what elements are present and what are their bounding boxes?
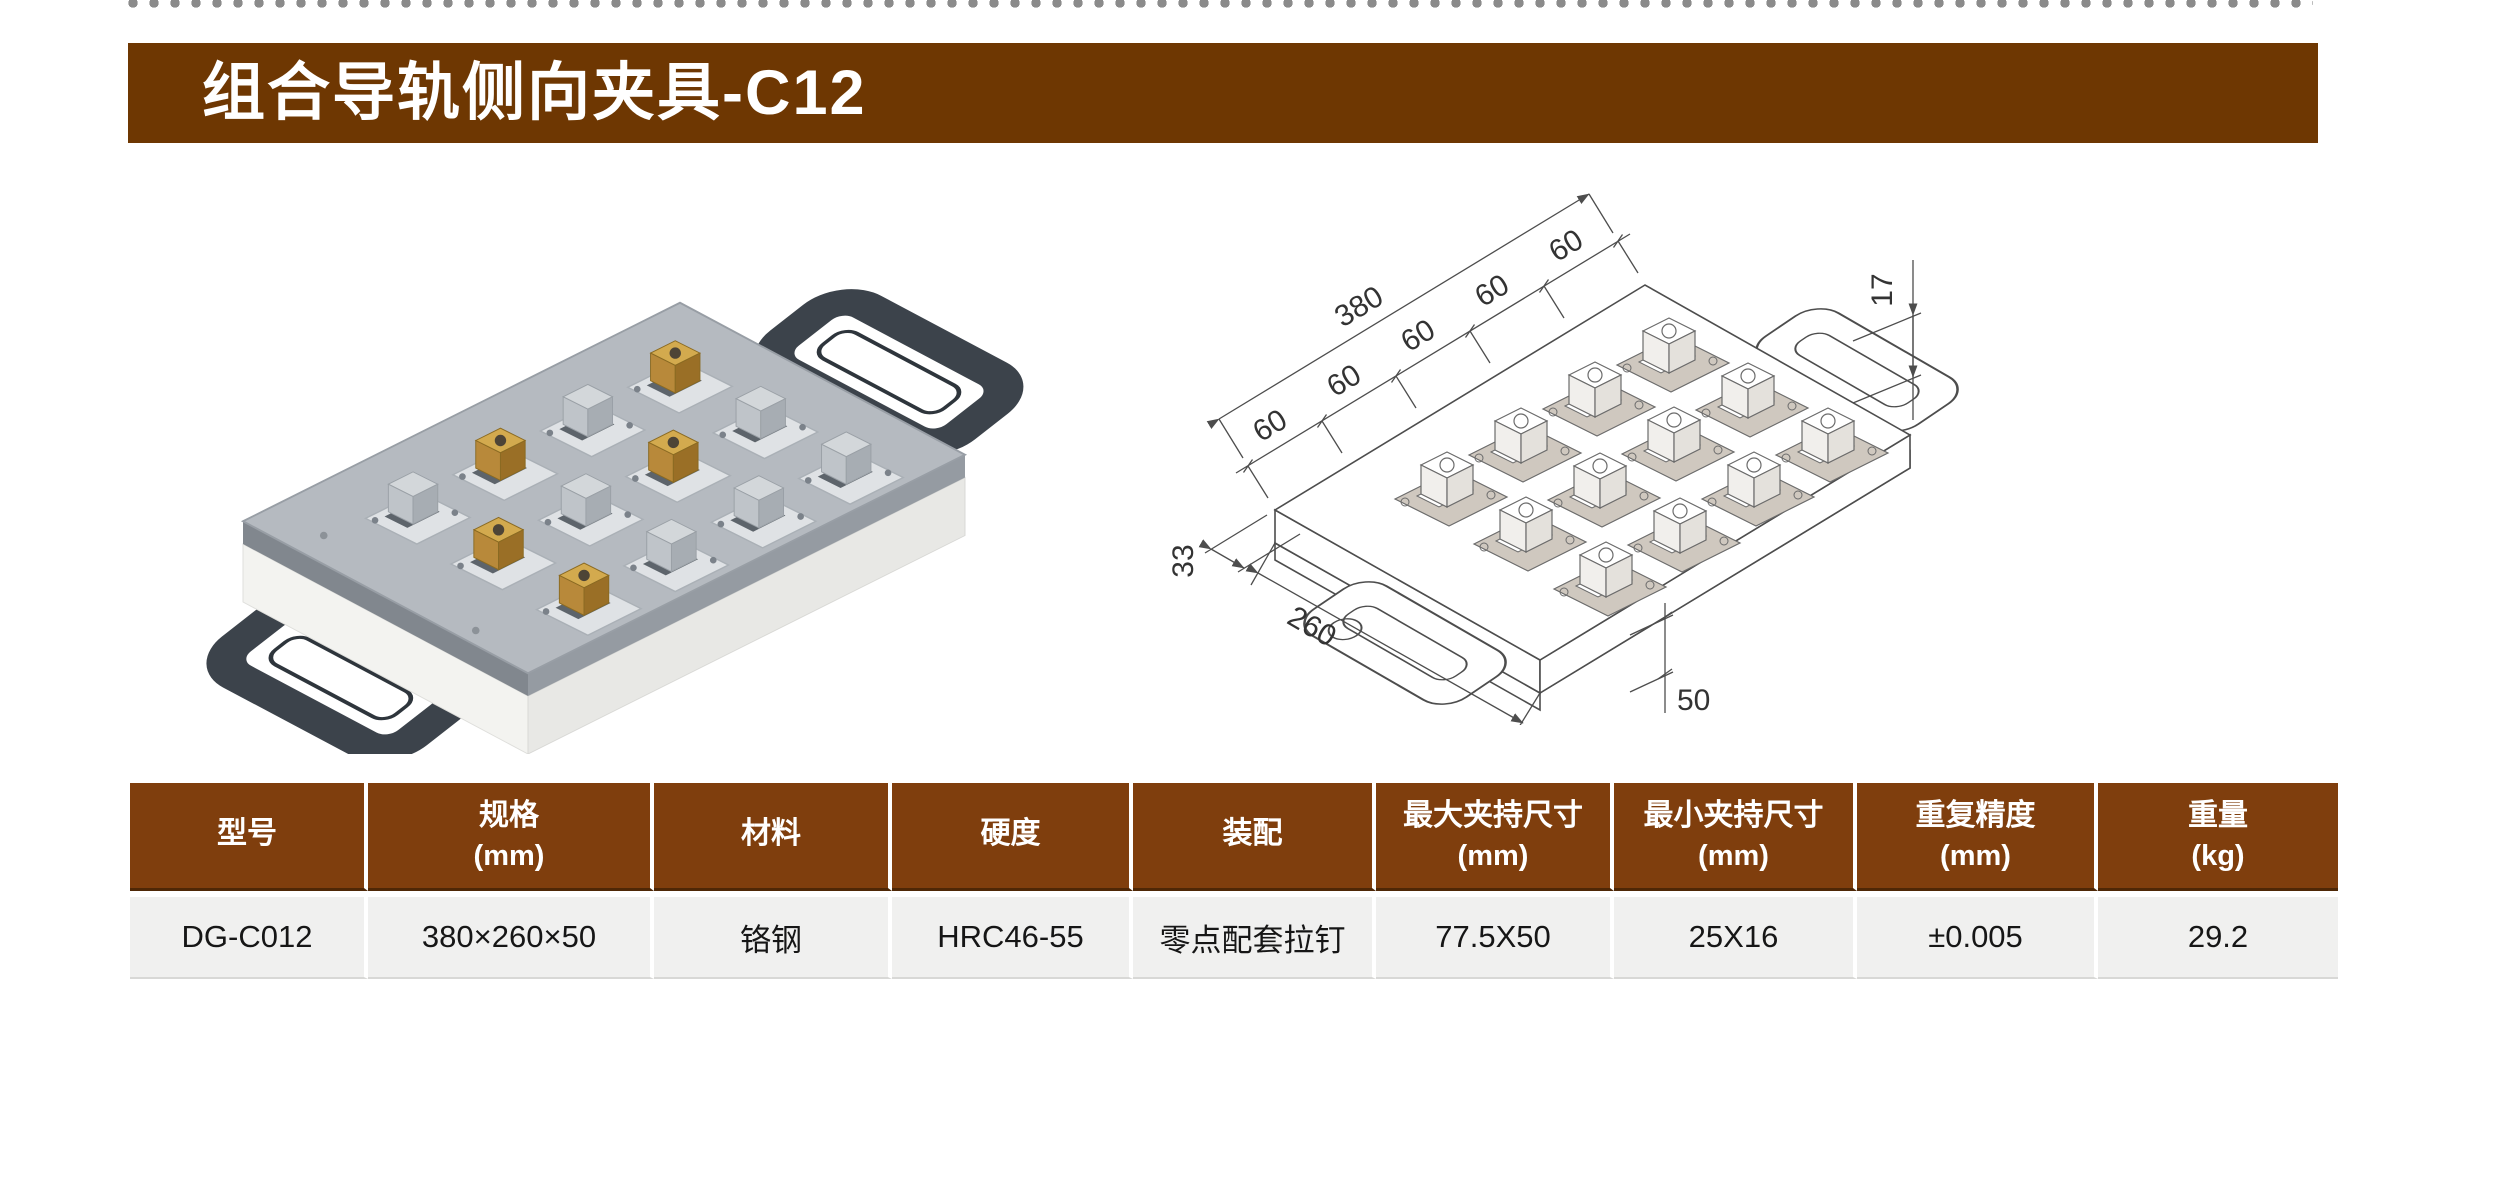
dimension-label-60-3: 60 bbox=[1395, 313, 1441, 358]
cell-material: 铬钢 bbox=[654, 891, 892, 979]
cell-repeatability: ±0.005 bbox=[1857, 891, 2098, 979]
cell-model: DG-C012 bbox=[130, 891, 368, 979]
col-header-spec: 规格(mm) bbox=[368, 783, 654, 891]
dimension-label-50: 50 bbox=[1677, 684, 1710, 717]
dimension-label-60-5: 60 bbox=[1247, 403, 1293, 448]
col-header-hardness: 硬度 bbox=[892, 783, 1133, 891]
dimension-label-33: 33 bbox=[1167, 544, 1200, 577]
product-photo bbox=[158, 222, 1050, 754]
page-title-bar: 组合导轨侧向夹具-C12 bbox=[128, 43, 2318, 143]
product-photo-image bbox=[206, 289, 1024, 754]
col-header-assembly: 装配 bbox=[1133, 783, 1376, 891]
col-header-material: 材料 bbox=[654, 783, 892, 891]
dimension-label-60-4: 60 bbox=[1321, 358, 1367, 403]
cell-hardness: HRC46-55 bbox=[892, 891, 1133, 979]
col-header-max-clamp-size: 最大夹持尺寸(mm) bbox=[1376, 783, 1614, 891]
table-row: DG-C012 380×260×50 铬钢 HRC46-55 零点配套拉钉 77… bbox=[130, 891, 2338, 979]
decorative-dotted-border bbox=[128, 0, 2313, 10]
col-header-repeatability: 重复精度(mm) bbox=[1857, 783, 2098, 891]
technical-drawing-image: 380 60 60 60 60 60 33 17 260 50 bbox=[1167, 193, 1959, 725]
spec-table: 型号 规格(mm) 材料 硬度 装配 最大夹持尺寸(mm) 最小夹持尺寸(mm)… bbox=[130, 783, 2338, 979]
cell-spec: 380×260×50 bbox=[368, 891, 654, 979]
cell-weight: 29.2 bbox=[2098, 891, 2338, 979]
col-header-min-clamp-size: 最小夹持尺寸(mm) bbox=[1614, 783, 1857, 891]
cell-assembly: 零点配套拉钉 bbox=[1133, 891, 1376, 979]
col-header-weight: 重量(kg) bbox=[2098, 783, 2338, 891]
cell-min-clamp-size: 25X16 bbox=[1614, 891, 1857, 979]
cell-max-clamp-size: 77.5X50 bbox=[1376, 891, 1614, 979]
dimension-lines bbox=[1198, 193, 1922, 725]
dimension-label-380: 380 bbox=[1329, 280, 1389, 334]
dimension-label-60-2: 60 bbox=[1469, 268, 1515, 313]
technical-drawing: 380 60 60 60 60 60 33 17 260 50 bbox=[1095, 165, 2025, 725]
dimension-label-17: 17 bbox=[1866, 273, 1899, 306]
dimension-label-60-1: 60 bbox=[1543, 223, 1589, 268]
spec-table-header-row: 型号 规格(mm) 材料 硬度 装配 最大夹持尺寸(mm) 最小夹持尺寸(mm)… bbox=[130, 783, 2338, 891]
page-title: 组合导轨侧向夹具-C12 bbox=[202, 58, 867, 128]
col-header-model: 型号 bbox=[130, 783, 368, 891]
